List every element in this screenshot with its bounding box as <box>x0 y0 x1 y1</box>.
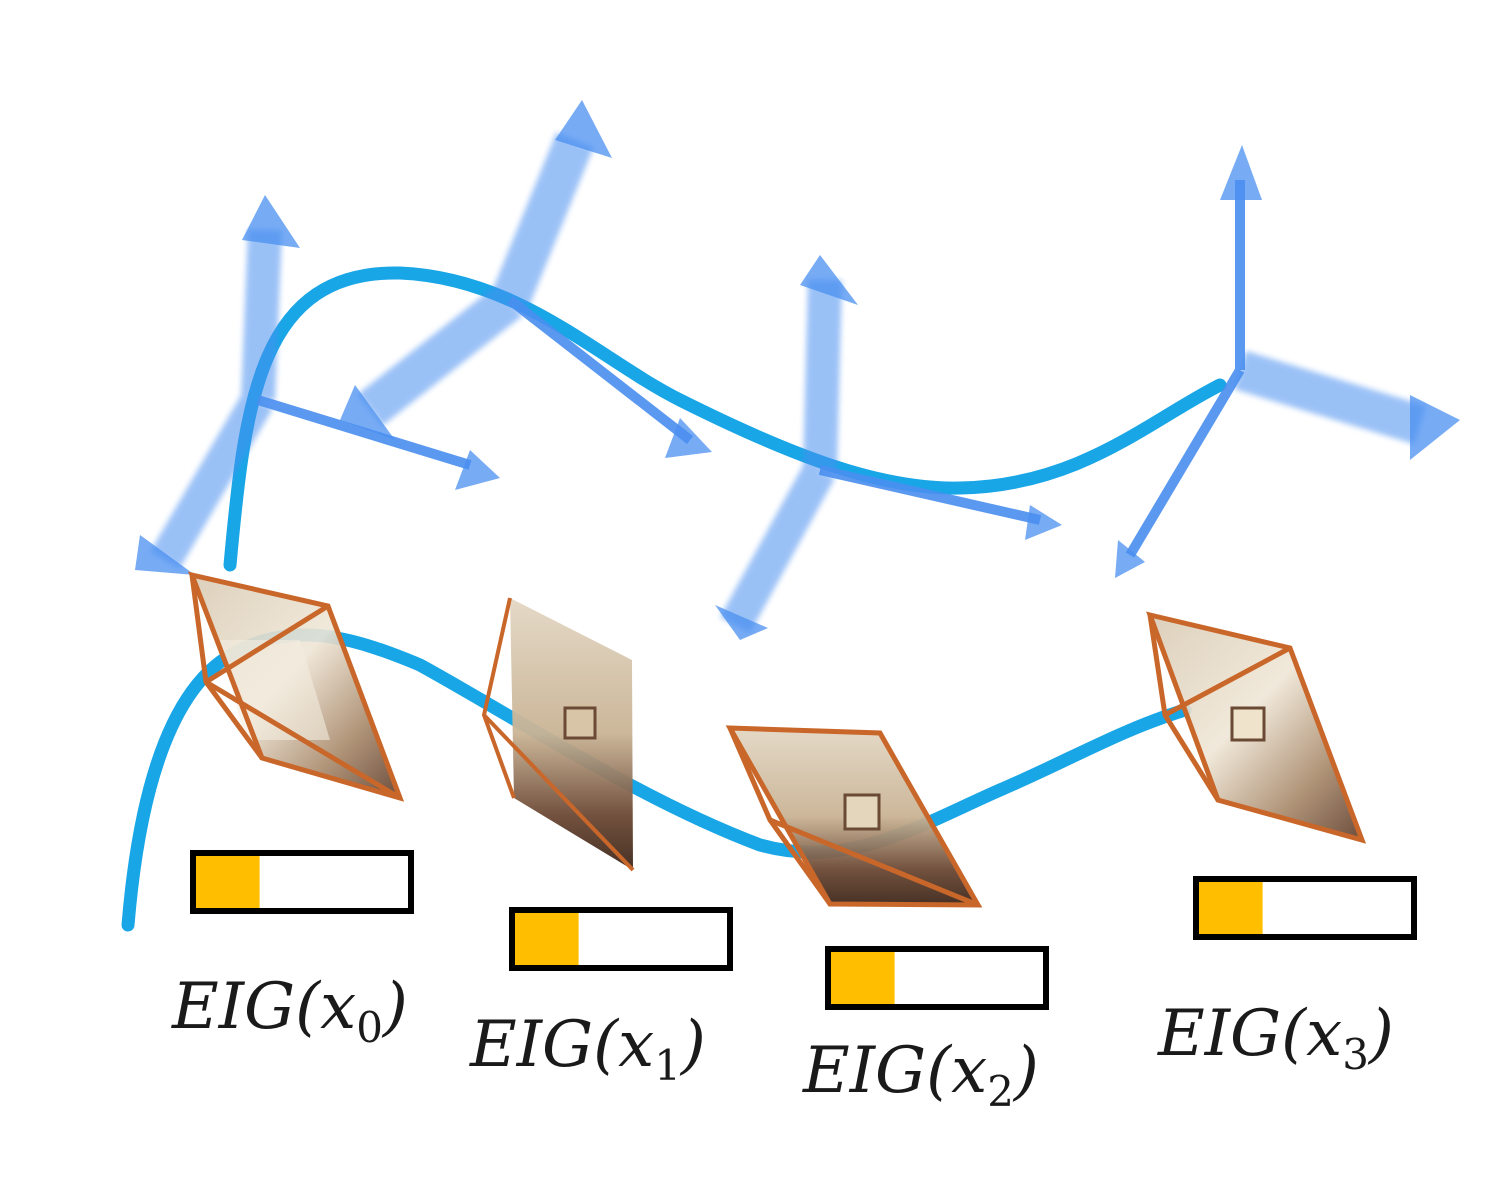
eig-bar-fill <box>831 952 895 1004</box>
eig-bar-fill <box>1199 882 1263 934</box>
eig-bar-frame <box>509 907 733 971</box>
eig-bar-frame <box>190 850 414 914</box>
arrowhead-icon <box>135 535 195 575</box>
arrowhead-icon <box>1220 145 1262 200</box>
arrowhead-icon <box>665 418 712 458</box>
camera-frustum-1 <box>481 597 635 872</box>
eig-bar-frame <box>825 946 1049 1010</box>
upper-trajectory-curve <box>223 266 1227 572</box>
arrowhead-icon <box>1025 505 1062 540</box>
eig-bar-3 <box>1193 876 1417 940</box>
arrowhead-icon <box>1410 395 1460 460</box>
pose-axes-sharp <box>256 180 1245 558</box>
arrowhead-icon <box>715 605 768 640</box>
eig-label-2: EIG(x2) <box>802 1034 1039 1116</box>
pose-arrowheads <box>135 100 1460 640</box>
eig-bar-0 <box>190 850 414 914</box>
eig-label-3: EIG(x3) <box>1157 997 1394 1079</box>
arrowhead-icon <box>800 255 858 305</box>
eig-bar-fill <box>515 913 579 965</box>
camera-frustum-2 <box>725 725 983 908</box>
eig-bar-fill <box>196 856 260 908</box>
arrowhead-icon <box>1115 540 1145 578</box>
camera-frustum-0 <box>187 571 405 802</box>
eig-bar-2 <box>825 946 1049 1010</box>
arrowhead-icon <box>242 195 300 248</box>
eig-label-0: EIG(x0) <box>171 970 408 1052</box>
arrowhead-icon <box>455 450 500 490</box>
eig-bar-1 <box>509 907 733 971</box>
pose-axes-group <box>150 132 1426 634</box>
eig-label-1: EIG(x1) <box>469 1008 706 1090</box>
camera-frustum-3 <box>1146 611 1367 844</box>
eig-bar-frame <box>1193 876 1417 940</box>
arrowhead-icon <box>555 100 612 158</box>
arrowhead-icon <box>340 385 395 440</box>
